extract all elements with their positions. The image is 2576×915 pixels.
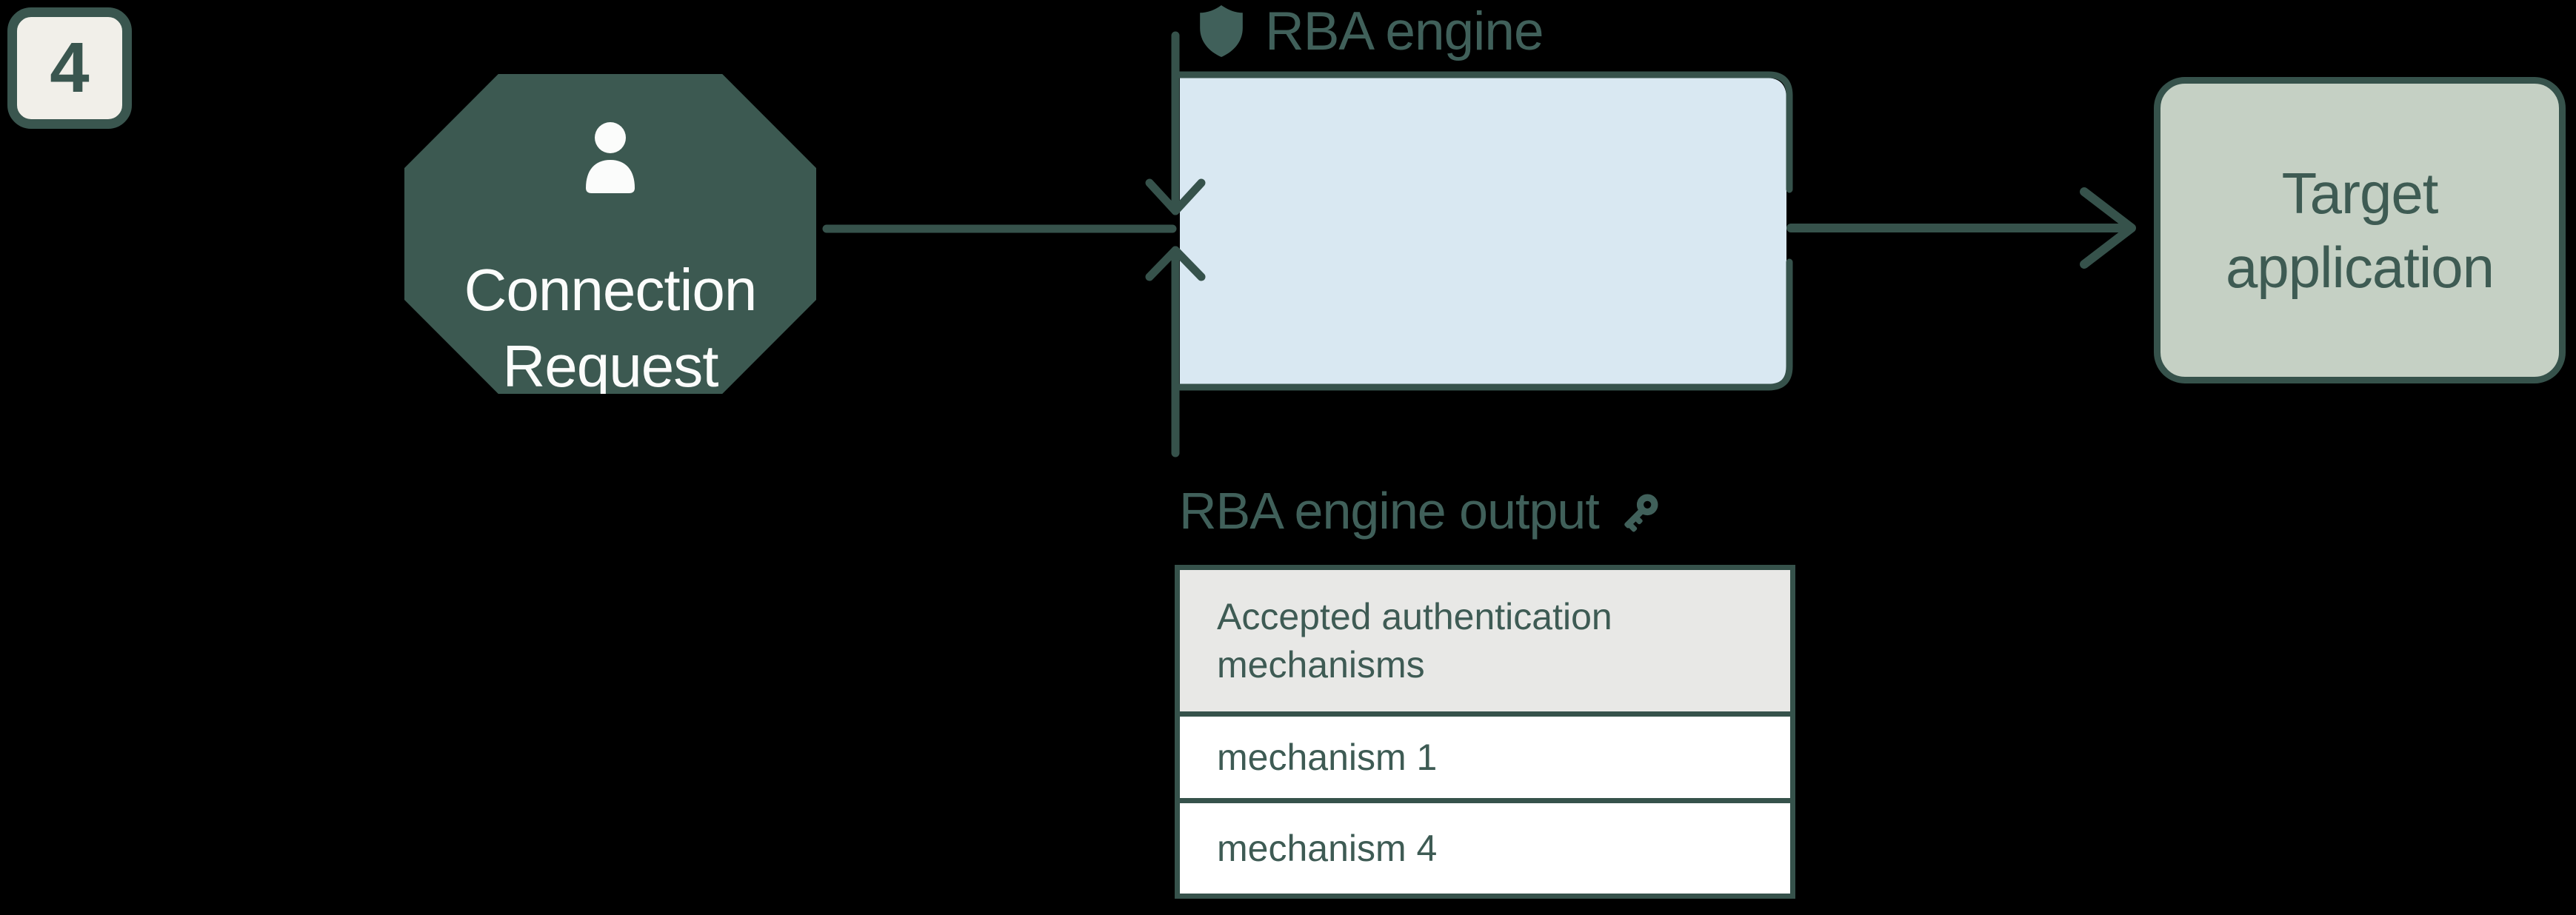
chevron-down-icon xyxy=(1145,178,1206,215)
table-row: mechanism 4 xyxy=(1180,803,1790,894)
rba-engine-box-border xyxy=(1176,258,1793,391)
rba-engine-box-border xyxy=(1176,71,1793,193)
connection-request-node: Connection Request xyxy=(404,74,816,394)
target-application-node: Target application xyxy=(2154,77,2566,383)
rba-engine-label: RBA engine xyxy=(1198,1,1544,61)
connection-request-line2: Request xyxy=(502,333,719,399)
rba-output-table: Accepted authentication mechanisms mecha… xyxy=(1175,565,1795,899)
connection-request-label: Connection Request xyxy=(404,252,816,399)
step-number: 4 xyxy=(50,28,90,107)
person-icon xyxy=(586,122,635,193)
table-header-cell: Accepted authentication mechanisms xyxy=(1180,570,1790,717)
connection-request-line1: Connection xyxy=(464,257,758,323)
shield-icon xyxy=(1200,5,1243,57)
target-application-line1: Target xyxy=(2281,161,2439,226)
rba-engine-label-text: RBA engine xyxy=(1265,1,1544,61)
table-row: mechanism 1 xyxy=(1180,717,1790,803)
rba-output-label-text: RBA engine output xyxy=(1179,482,1600,540)
rba-output-label: RBA engine output xyxy=(1179,481,1664,540)
target-application-line2: application xyxy=(2226,235,2495,300)
key-icon xyxy=(1624,494,1658,532)
target-arrowhead xyxy=(2080,187,2136,269)
step-badge: 4 xyxy=(7,7,132,129)
